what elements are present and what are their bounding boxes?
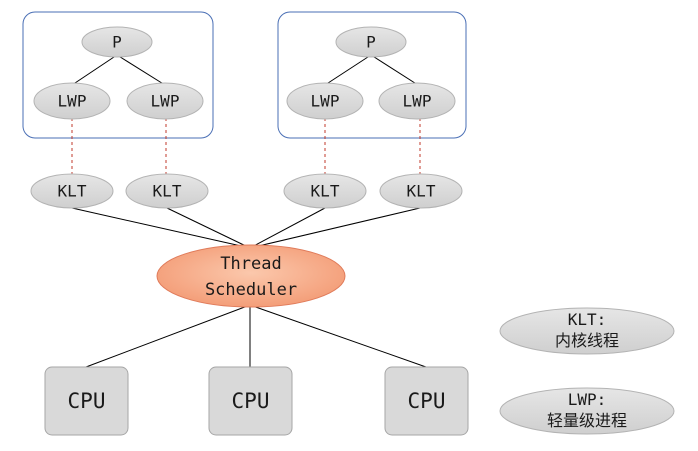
edge-p2-lwp3 — [324, 54, 372, 86]
lwp-label-4: LWP — [403, 92, 432, 111]
process-group-box-2 — [277, 11, 467, 139]
klt-node-2: KLT — [125, 173, 209, 209]
lwp-node-4: LWP — [378, 82, 456, 120]
edge-p1-lwp2 — [116, 54, 166, 86]
edge-klt3-scheduler — [249, 207, 326, 249]
legend-klt: KLT: 内核线程 — [499, 307, 675, 355]
edge-klt4-scheduler — [249, 207, 421, 249]
process-node-1: P — [81, 26, 153, 58]
legend-lwp-meaning: 轻量级进程 — [547, 411, 627, 430]
legend-lwp-term: LWP: — [568, 390, 607, 409]
edge-scheduler-cpu3 — [249, 304, 427, 368]
edge-klt1-scheduler — [71, 207, 251, 249]
lwp-label-1: LWP — [58, 92, 87, 111]
legend-klt-meaning: 内核线程 — [555, 331, 619, 350]
klt-label-1: KLT — [58, 182, 87, 201]
cpu-box-2: CPU — [208, 366, 293, 436]
edge-p2-lwp4 — [370, 54, 419, 86]
klt-label-3: KLT — [311, 182, 340, 201]
cpu-box-3: CPU — [384, 366, 469, 436]
klt-label-4: KLT — [407, 182, 436, 201]
legend-lwp: LWP: 轻量级进程 — [499, 387, 675, 435]
process-group-box-1 — [22, 11, 214, 139]
cpu-label-2: CPU — [232, 389, 270, 413]
process-label-1: P — [112, 33, 122, 52]
lwp-label-3: LWP — [311, 92, 340, 111]
klt-node-4: KLT — [379, 173, 463, 209]
cpu-label-3: CPU — [408, 389, 446, 413]
lwp-node-2: LWP — [126, 82, 204, 120]
cpu-box-1: CPU — [44, 366, 129, 436]
thread-scheduler-node: Thread Scheduler — [156, 244, 346, 308]
klt-label-2: KLT — [153, 182, 182, 201]
legend-klt-term: KLT: — [568, 310, 607, 329]
scheduler-label-line2: Scheduler — [205, 280, 297, 300]
cpu-label-1: CPU — [68, 389, 106, 413]
klt-node-3: KLT — [283, 173, 367, 209]
lwp-node-1: LWP — [33, 82, 111, 120]
klt-node-1: KLT — [30, 173, 114, 209]
edge-p1-lwp1 — [71, 54, 118, 86]
lwp-node-3: LWP — [286, 82, 364, 120]
edge-scheduler-cpu1 — [85, 304, 251, 368]
edge-klt2-scheduler — [166, 207, 251, 249]
scheduler-label-line1: Thread — [220, 254, 281, 274]
process-label-2: P — [366, 33, 376, 52]
lwp-label-2: LWP — [151, 92, 180, 111]
process-node-2: P — [335, 26, 407, 58]
